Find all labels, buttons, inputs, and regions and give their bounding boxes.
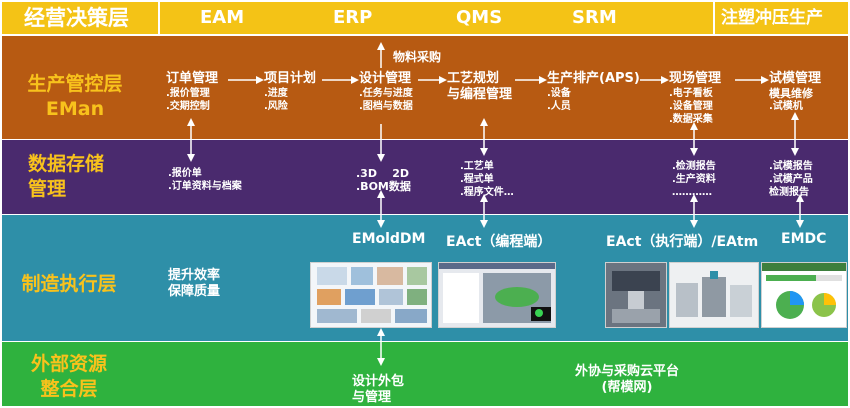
header-systems-cell: EAM ERP QMS SRM <box>160 2 713 34</box>
thumbnail-design-software <box>310 262 432 328</box>
data-item: .工艺单 <box>460 161 494 172</box>
external-layer-title-line2: 整合层 <box>40 378 98 400</box>
node-design-management: 设计管理 .任务与进度 .图档与数据 <box>359 71 413 113</box>
node-title: 与编程管理 <box>447 87 513 102</box>
node-sub: .设备 <box>547 88 571 99</box>
node-sub: .电子看板 <box>669 88 713 99</box>
data-group-process: .工艺单 .程式单 .程序文件… <box>460 160 514 199</box>
execution-slogan: 提升效率 保障质量 <box>168 268 220 300</box>
material-purchase-label: 物料采购 <box>393 50 442 64</box>
data-group-trial: .试模报告 .试模产品 检测报告 <box>769 160 813 199</box>
data-layer-title: 数据存储 管理 <box>8 152 138 202</box>
system-qms: QMS <box>456 7 503 28</box>
header-right-title: 注塑冲压生产 <box>721 8 823 28</box>
node-order-management: 订单管理 .报价管理 .交期控制 <box>166 71 218 113</box>
node-site-management: 现场管理 .电子看板 .设备管理 .数据采集 <box>669 71 721 126</box>
production-layer-band <box>2 36 848 139</box>
node-title: 订单管理 <box>166 71 219 86</box>
node-title: 项目计划 <box>264 71 317 86</box>
header-left-cell: 经营决策层 <box>2 2 158 34</box>
data-layer-band <box>2 140 848 214</box>
thumbnail-automation-graphic <box>670 263 758 327</box>
cloud-platform-line: (帮模网) <box>601 380 653 395</box>
data-item: .订单资料与档案 <box>168 181 242 192</box>
node-process-planning: 工艺规划 与编程管理 <box>447 71 512 103</box>
product-emolddm: EMoldDM <box>352 231 426 247</box>
thumbnail-programming-software <box>438 262 556 328</box>
data-item: .生产资料 <box>672 174 716 185</box>
execution-layer-title: 制造执行层 <box>21 273 117 295</box>
header-right-cell: 注塑冲压生产 <box>715 2 848 34</box>
system-erp: ERP <box>333 7 373 28</box>
thumbnail-programming-graphic <box>439 263 555 327</box>
product-eact-execution: EAct（执行端）/EAtm <box>606 234 759 250</box>
data-item: .BOM数据 <box>356 180 411 193</box>
data-layer-title-line2: 管理 <box>28 178 67 200</box>
data-item: .3D 2D <box>356 167 410 180</box>
data-group-orders: .报价单 .订单资料与档案 <box>168 167 242 193</box>
cloud-platform: 外协与采购云平台 (帮模网) <box>552 364 702 396</box>
data-item: .检测报告 <box>672 161 716 172</box>
thumbnail-automation-cell <box>669 262 759 328</box>
node-sub: .图档与数据 <box>359 101 413 112</box>
node-title: 试模管理 <box>769 71 822 86</box>
thumbnail-cnc-graphic <box>606 263 666 327</box>
design-outsource: 设计外包 与管理 <box>352 374 404 406</box>
node-production-scheduling: 生产排产(APS) .设备 .人员 <box>547 71 640 113</box>
node-sub: .数据采集 <box>669 114 713 125</box>
node-project-plan: 项目计划 .进度 .风险 <box>264 71 316 113</box>
external-layer-title-line1: 外部资源 <box>30 353 107 375</box>
node-sub: .风险 <box>264 101 288 112</box>
thumbnail-cnc-machine <box>605 262 667 328</box>
node-sub: .报价管理 <box>166 88 210 99</box>
system-srm: SRM <box>572 7 617 28</box>
system-eam: EAM <box>200 7 245 28</box>
thumbnail-design-graphic <box>311 263 431 327</box>
design-outsource-line: 与管理 <box>352 390 392 405</box>
node-title: 设计管理 <box>359 71 412 86</box>
node-title: 现场管理 <box>669 71 722 86</box>
data-group-design: .3D 2D .BOM数据 <box>356 167 411 193</box>
node-sub: 模具维修 <box>769 87 813 100</box>
data-item: .试模报告 <box>769 161 813 172</box>
header-left-title: 经营决策层 <box>24 6 129 30</box>
data-layer-title-line1: 数据存储 <box>28 153 105 175</box>
slogan-line: 保障质量 <box>168 284 221 299</box>
node-sub: .人员 <box>547 101 571 112</box>
thumbnail-mdc-graphic <box>762 263 846 327</box>
data-item: 检测报告 <box>769 187 809 198</box>
data-item: .试模产品 <box>769 174 813 185</box>
node-sub: .交期控制 <box>166 101 210 112</box>
product-eact-programming: EAct（编程端） <box>446 234 552 250</box>
design-outsource-line: 设计外包 <box>352 374 405 389</box>
product-emdc: EMDC <box>781 231 827 247</box>
production-layer-title: 生产管控层 EMan <box>12 72 138 122</box>
node-title: 生产排产(APS) <box>547 71 640 86</box>
slogan-line: 提升效率 <box>168 268 221 283</box>
cloud-platform-line: 外协与采购云平台 <box>574 364 679 379</box>
node-sub: .试模机 <box>769 101 803 112</box>
node-title: 工艺规划 <box>447 71 500 86</box>
data-item: .程式单 <box>460 174 494 185</box>
production-layer-title-line1: 生产管控层 <box>27 73 123 95</box>
node-trial-mold-management: 试模管理 模具维修 .试模机 <box>769 71 821 113</box>
data-item: ………… <box>672 187 712 198</box>
node-sub: .任务与进度 <box>359 88 413 99</box>
external-layer-title: 外部资源 整合层 <box>6 352 132 402</box>
production-layer-title-line2: EMan <box>45 98 105 120</box>
data-item: .报价单 <box>168 168 202 179</box>
thumbnail-mdc-dashboard <box>761 262 847 328</box>
node-sub: .进度 <box>264 88 288 99</box>
external-layer-band <box>2 342 848 406</box>
data-group-site: .检测报告 .生产资料 ………… <box>672 160 716 199</box>
data-item: .程序文件… <box>460 187 514 198</box>
node-sub: .设备管理 <box>669 101 713 112</box>
